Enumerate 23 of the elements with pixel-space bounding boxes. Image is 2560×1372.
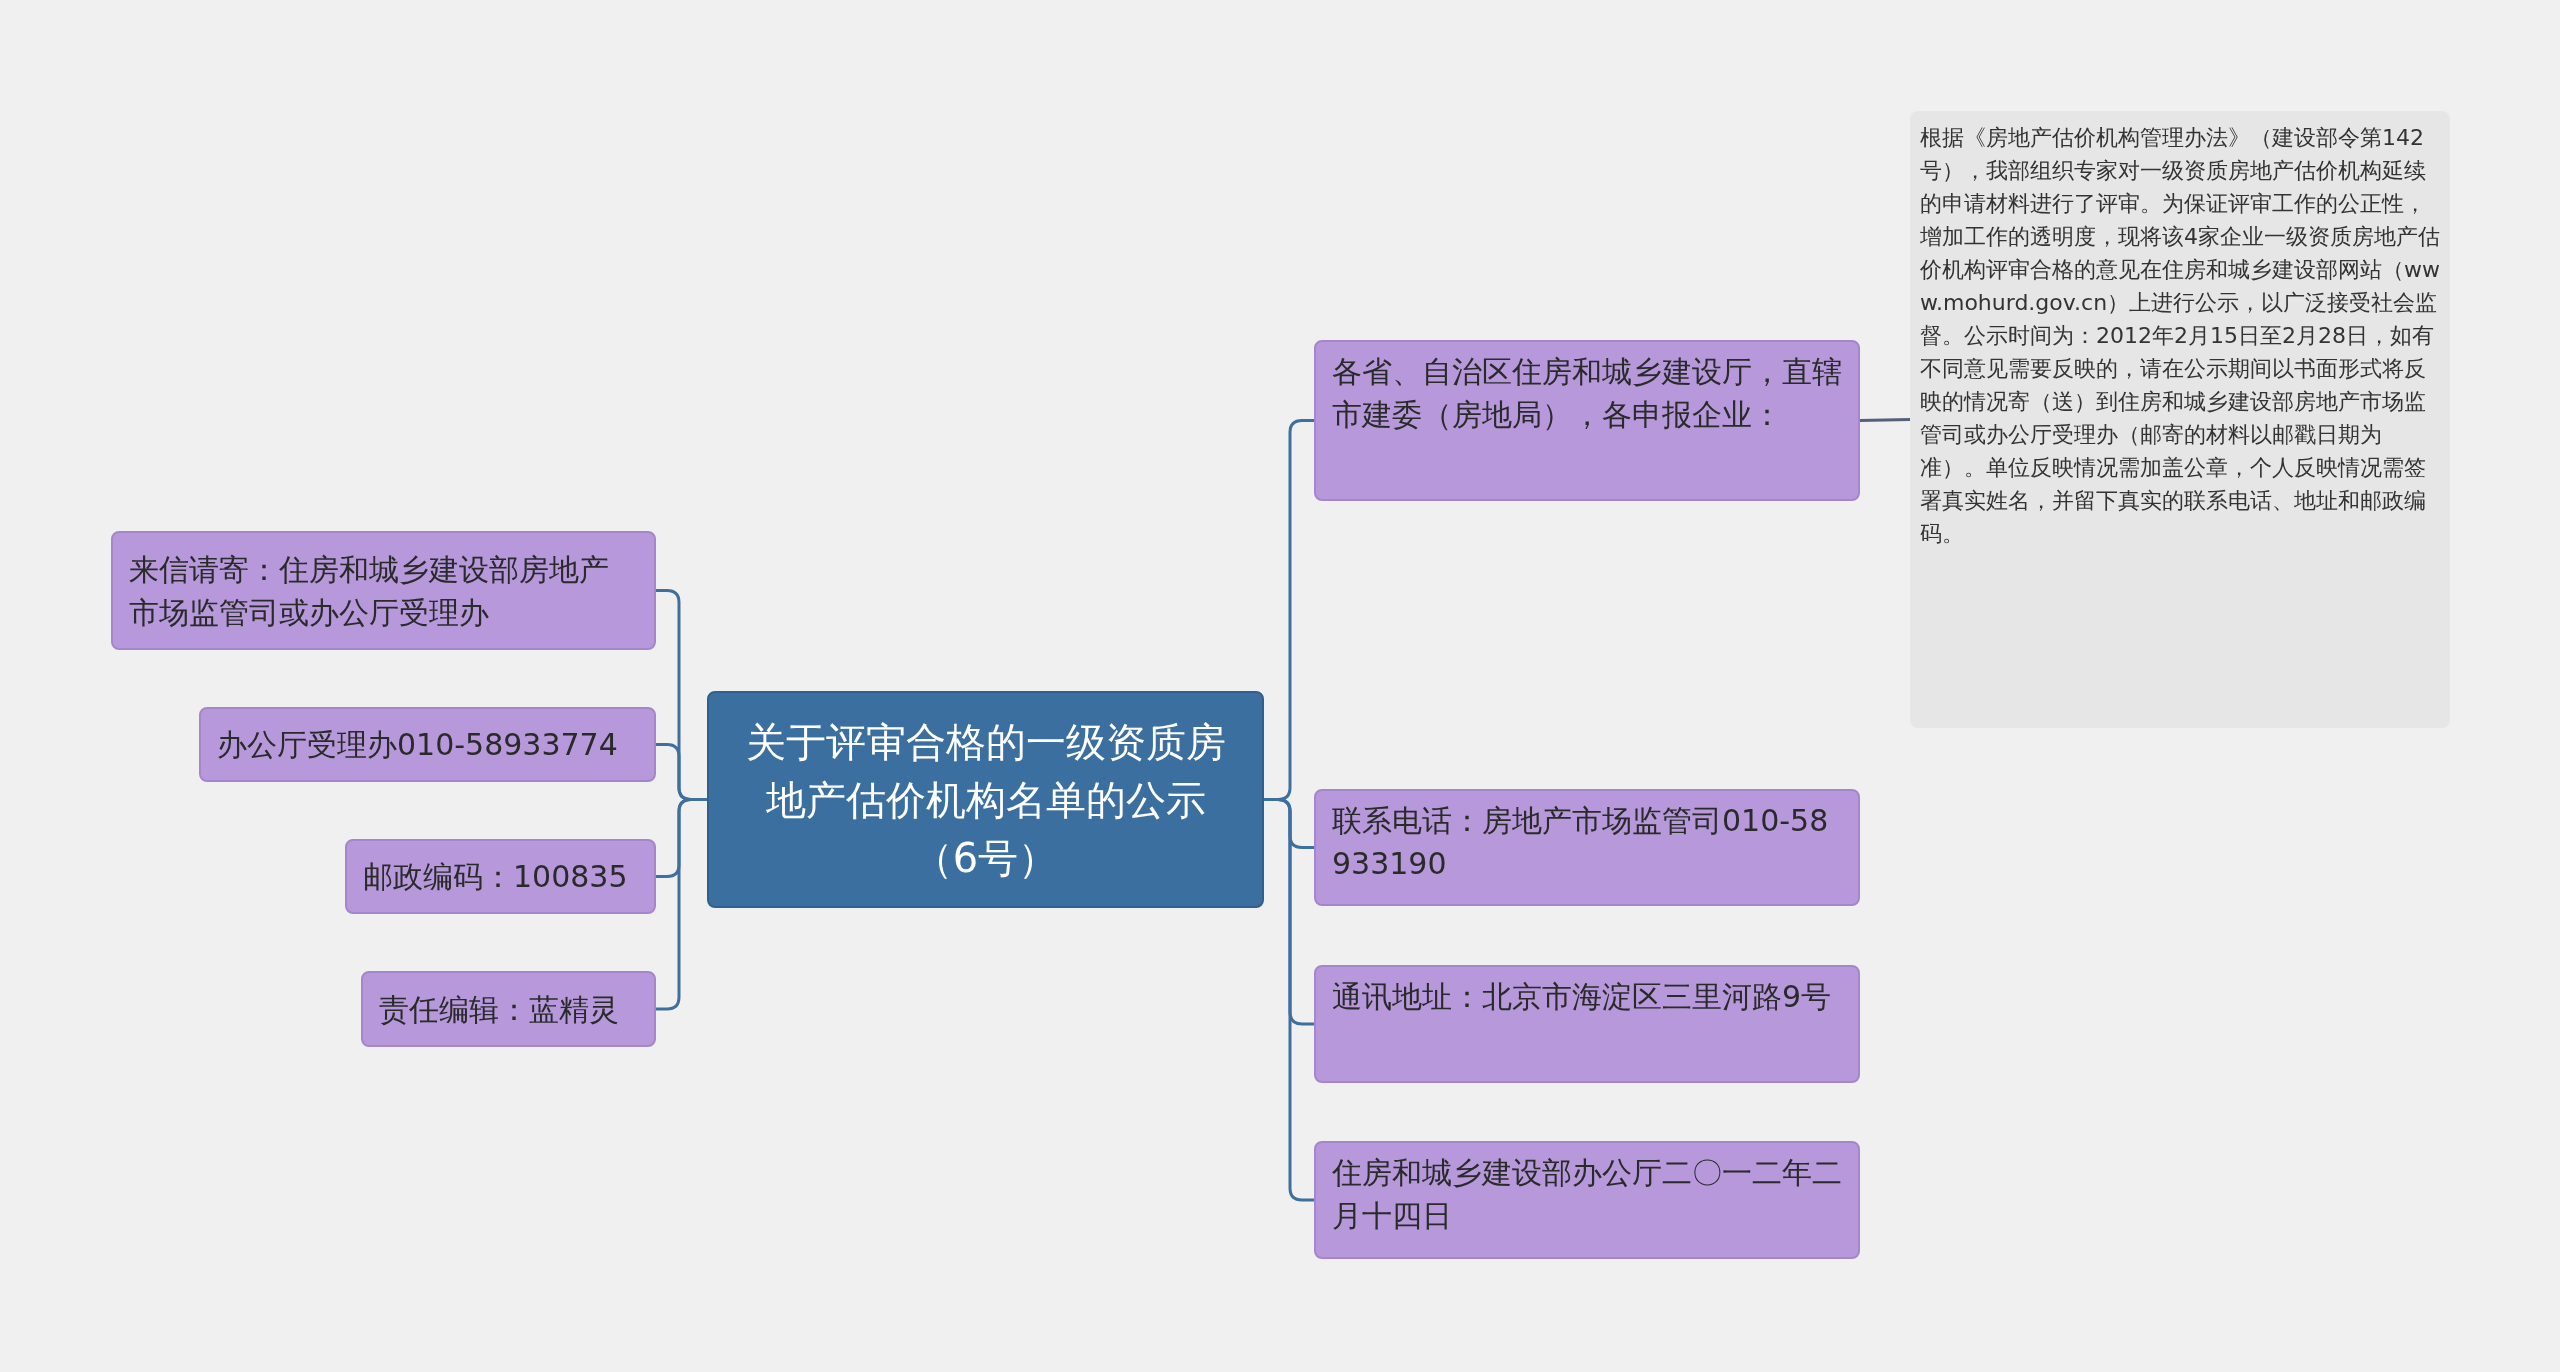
branch-box bbox=[1314, 1141, 1860, 1259]
node-text: 各省、自治区住房和城乡建设厅，直辖市建委（房地局），各申报企业： bbox=[1332, 353, 1842, 434]
branch-box bbox=[345, 839, 656, 914]
branch-box bbox=[361, 971, 656, 1047]
branch-box bbox=[111, 531, 656, 650]
node-text: 责任编辑：蓝精灵 bbox=[379, 990, 619, 1029]
branch-box bbox=[199, 707, 656, 782]
node-text: 通讯地址：北京市海淀区三里河路9号 bbox=[1332, 978, 1832, 1016]
branch-box bbox=[1314, 965, 1860, 1083]
node-text: 关于评审合格的一级资质房地产估价机构名单的公示（6号） bbox=[744, 717, 1227, 883]
topic-box bbox=[707, 691, 1264, 908]
node-text: 联系电话：房地产市场监管司010-58933190 bbox=[1332, 802, 1830, 883]
connector-line bbox=[1264, 798, 1314, 1202]
node-text: 来信请寄：住房和城乡建设部房地产市场监管司或办公厅受理办 bbox=[129, 550, 610, 632]
node-text: 办公厅受理办010-58933774 bbox=[217, 726, 618, 764]
branch-box bbox=[1314, 340, 1860, 501]
node-text: 根据《房地产估价机构管理办法》（建设部令第142号），我部组织专家对一级资质房地产估价机构延续的申请材料进行了评审。为保证评审工作的公正性，增加工作的透明度，现将该4家企业一级资质房地产估价机构评审合格的意见在住房和城乡建设部网站（www.mohurd.gov.cn）上进行公示，以广泛接受社会监督。公示时间为：2012年2月15日至2月28日，如有不同意见需要反映的，请在公示期间以书面形式将反映的情况寄（送）到住房和城乡建设部房地产市场监管司或办公厅受理办（邮寄的材料以邮戳日期为准）。单位反映情况需加盖公章，个人反映情况需签署真实姓名，并留下真实的联系电话、地址和邮政编码。 bbox=[1920, 124, 2440, 548]
connector-line bbox=[1859, 418, 1911, 422]
node-text: 邮政编码：100835 bbox=[363, 858, 628, 896]
note-box bbox=[1910, 111, 2450, 728]
node-text: 住房和城乡建设部办公厅二〇一二年二月十四日 bbox=[1332, 1154, 1842, 1235]
connector-line bbox=[656, 798, 707, 1011]
branch-box bbox=[1314, 789, 1860, 906]
